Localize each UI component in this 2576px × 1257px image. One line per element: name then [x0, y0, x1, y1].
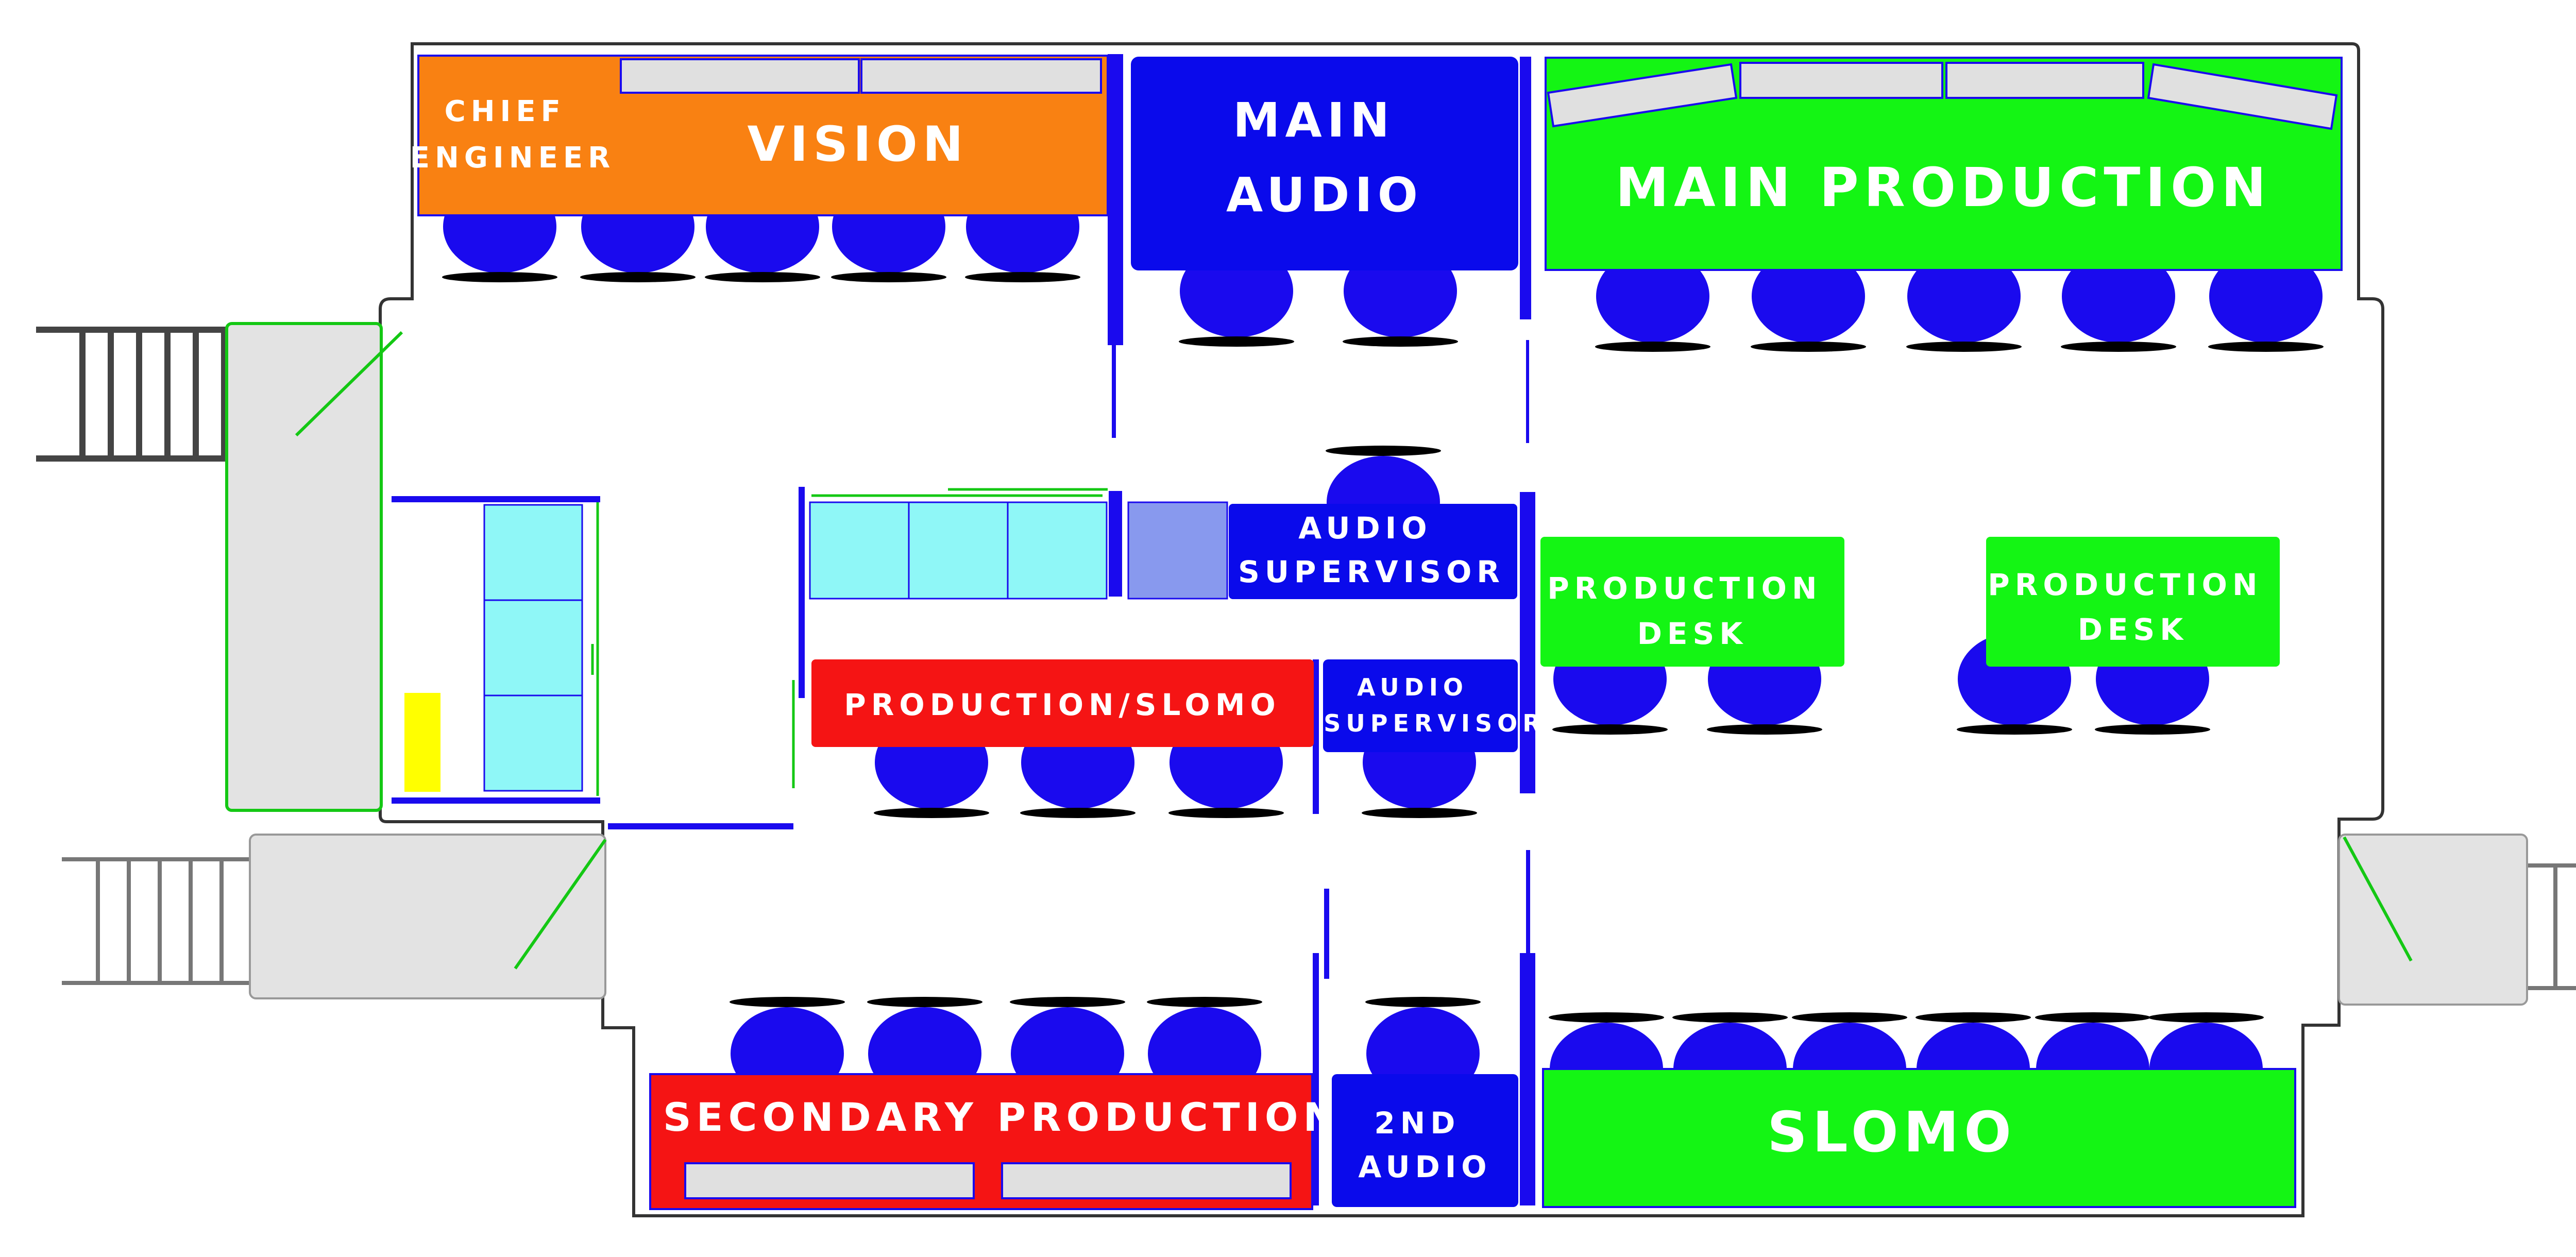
walkway-left-lower: [249, 834, 606, 999]
door-swing-left-lower: [514, 839, 607, 970]
main-audio-desk: [1131, 57, 1518, 270]
secondary-production-label: SECONDARY PRODUCTION: [663, 1094, 1341, 1140]
stairs-bottom-right: [2527, 863, 2576, 990]
main-production-monitors: [1547, 62, 2338, 130]
second-audio-label: 2ND AUDIO: [1358, 1106, 1492, 1184]
production-slomo-label: PRODUCTION/SLOMO: [844, 687, 1280, 722]
door-swing-left-upper: [295, 331, 403, 437]
rack-left: [483, 504, 583, 792]
main-audio-label: MAIN AUDIO: [1226, 93, 1423, 223]
audio-supervisor-small-desk: [1323, 659, 1518, 752]
main-production-label: MAIN PRODUCTION: [1616, 156, 2272, 219]
production-desk-right-label: PRODUCTION DESK: [1988, 567, 2278, 647]
warning-marker: [404, 693, 440, 792]
chief-engineer-label: CHIEF ENGINEER: [410, 95, 615, 175]
second-audio-desk: [1332, 1074, 1518, 1207]
slomo-label: SLOMO: [1767, 1100, 2016, 1165]
stairs-top-left: [36, 327, 227, 462]
rack-center-dark: [1127, 501, 1228, 600]
vision-monitors: [620, 58, 1102, 94]
walkway-right: [2338, 834, 2528, 1006]
audio-supervisor-top-label: AUDIO SUPERVISOR: [1238, 511, 1505, 589]
door-swing-right: [2343, 836, 2413, 962]
production-desk-right: [1986, 537, 2280, 667]
green-partitions: [591, 488, 1108, 796]
audio-supervisor-top-desk: [1229, 504, 1517, 599]
audio-supervisor-small-label: AUDIO SUPERVISOR: [1324, 673, 1546, 737]
slomo-desk: [1542, 1068, 2296, 1208]
rack-center: [809, 501, 1108, 600]
production-desk-left-label: PRODUCTION DESK: [1547, 571, 1837, 651]
partition-walls: [392, 54, 1535, 1205]
production-slomo-desk: [811, 659, 1314, 747]
stairs-bottom-left: [62, 857, 252, 985]
secondary-production-monitors: [684, 1162, 1292, 1199]
walkway-left-upper: [225, 322, 383, 812]
truck-outline: [379, 42, 2384, 1217]
vision-label: VISION: [748, 116, 969, 173]
production-desk-left: [1540, 537, 1844, 667]
